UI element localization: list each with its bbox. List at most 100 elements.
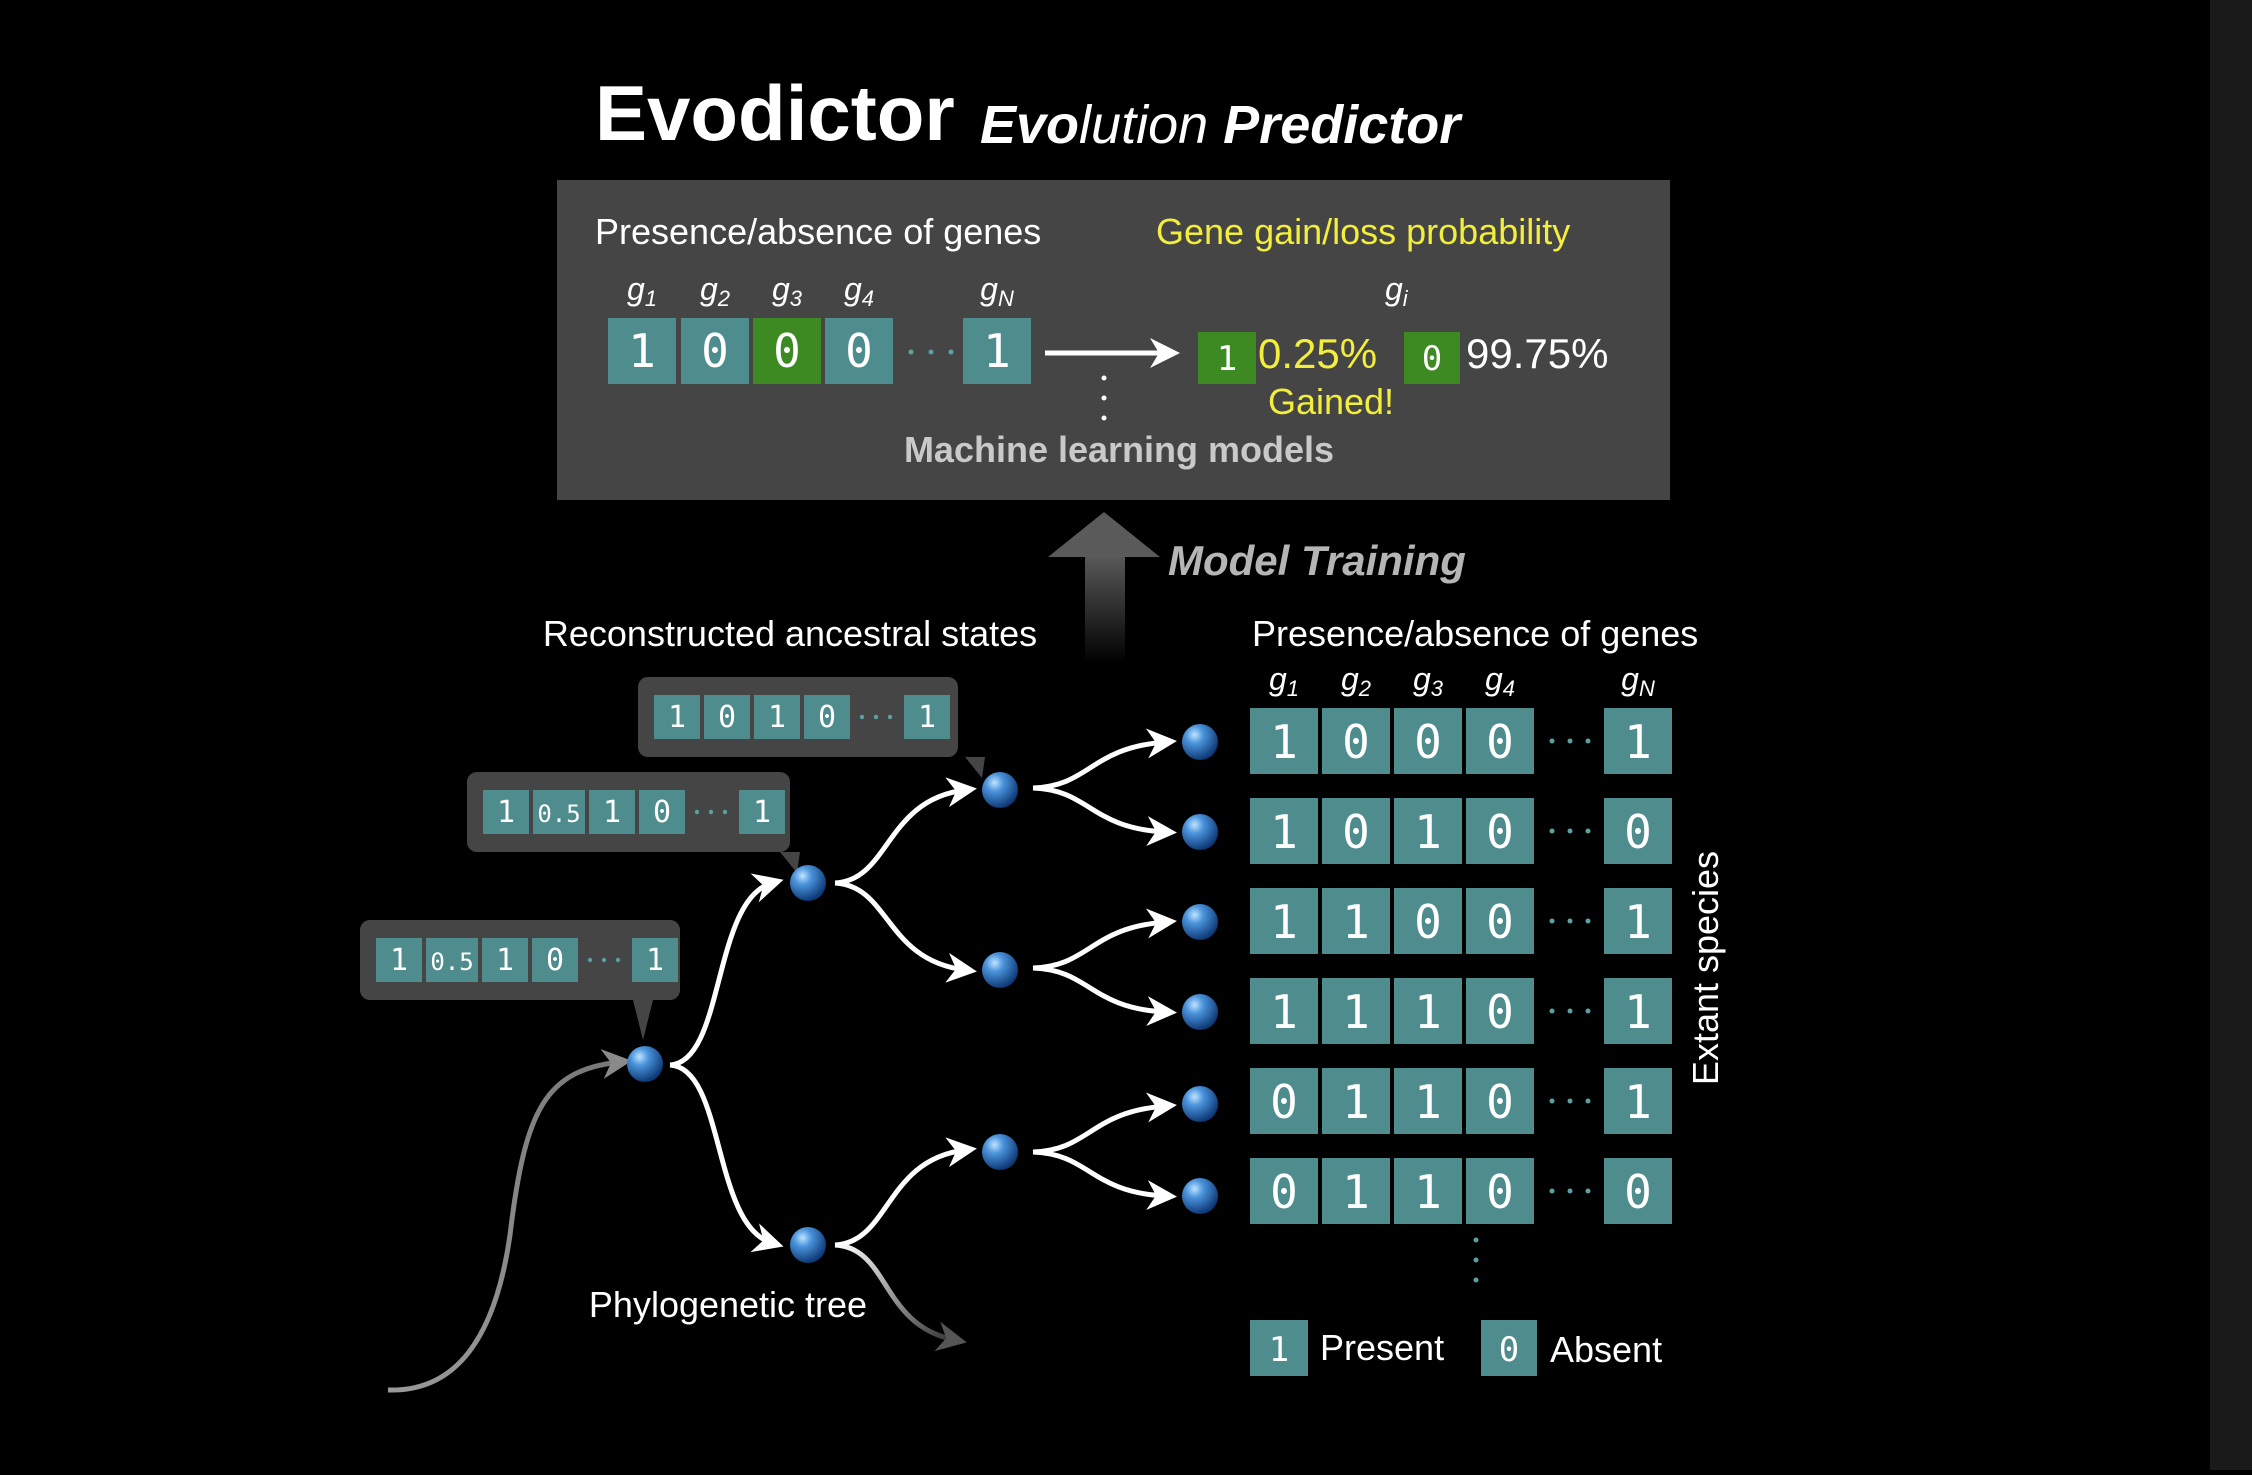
matrix-vertical-dots (1473, 1237, 1479, 1283)
tree-label: Phylogenetic tree (589, 1284, 867, 1325)
edge-a-d (834, 880, 977, 983)
extant-cell (1394, 888, 1462, 954)
extant-value: 0 (1486, 1075, 1514, 1129)
edge-c-l1 (1032, 728, 1177, 791)
extant-cell (1466, 798, 1534, 864)
callout-value: 1 (753, 795, 771, 830)
extant-cell (1250, 798, 1318, 864)
callout-pointer (965, 757, 985, 778)
callout-value: 0.5 (537, 800, 580, 828)
tree-node (982, 952, 1018, 988)
extant-value: 0 (1486, 805, 1514, 859)
extant-value: 0 (1624, 1165, 1652, 1219)
legend-absent-label: Absent (1550, 1329, 1662, 1370)
title-sub-bold-2: Pre (1223, 95, 1310, 155)
callout-value: 1 (603, 795, 621, 830)
tree-node (790, 865, 826, 901)
extant-gene-label: g3 (1413, 661, 1444, 701)
tree-node (790, 1227, 826, 1263)
callout-value: 0 (653, 795, 671, 830)
extant-value: 1 (1342, 1075, 1370, 1129)
extant-cell (1604, 798, 1672, 864)
extant-cell (1250, 978, 1318, 1044)
tree-node (982, 772, 1018, 808)
edge-root-a (669, 873, 784, 1068)
model-label: Machine learning models (904, 429, 1334, 470)
callout-cell (483, 790, 529, 834)
extant-value: 1 (1624, 895, 1652, 949)
extant-value: 0 (1270, 1165, 1298, 1219)
edge-b-faded (834, 1242, 967, 1352)
extant-cell (1466, 888, 1534, 954)
callout-value: 0 (818, 700, 836, 735)
extant-value: 1 (1270, 805, 1298, 859)
callout-cell (904, 695, 950, 739)
extant-cell (1604, 1068, 1672, 1134)
extant-cell (1322, 1158, 1390, 1224)
title-subtitle: Evolution Predictor (980, 95, 1463, 155)
extant-cell (1250, 888, 1318, 954)
extant-cell (1394, 708, 1462, 774)
panel-input-cell (825, 318, 893, 384)
callout-cell (482, 938, 528, 982)
tree-node (1182, 994, 1218, 1030)
title-sub-bold-3: dictor (1310, 95, 1463, 155)
extant-cell (1250, 1068, 1318, 1134)
extant-cell (1466, 978, 1534, 1044)
outcome-1-value: 1 (1217, 339, 1237, 379)
callout-cell (754, 695, 800, 739)
extant-value: 0 (1486, 1165, 1514, 1219)
tree-node (627, 1046, 663, 1082)
extant-cell (1322, 1068, 1390, 1134)
extant-value: 1 (1270, 715, 1298, 769)
panel-input-cell (681, 318, 749, 384)
panel-right-heading: Gene gain/loss probability (1156, 211, 1570, 252)
extant-cell (1394, 1158, 1462, 1224)
tree-node (1182, 814, 1218, 850)
extant-value: 1 (1624, 715, 1652, 769)
callout-cell (533, 790, 585, 834)
extant-value: 1 (1342, 895, 1370, 949)
root-edge (387, 1049, 632, 1393)
target-gene-label: gi (1385, 271, 1409, 311)
extant-cell (1466, 1068, 1534, 1134)
panel-input-cell (963, 318, 1031, 384)
outcome-0-prob: 99.75% (1466, 330, 1608, 377)
panel-left-heading: Presence/absence of genes (595, 211, 1041, 252)
extant-cell (1604, 978, 1672, 1044)
edge-d-l3 (1032, 908, 1177, 971)
extant-value: 0 (1486, 985, 1514, 1039)
callout-pointer (780, 852, 800, 873)
panel-gene-label: g1 (627, 271, 657, 311)
tree-node (982, 1134, 1018, 1170)
legend-absent-value: 0 (1499, 1330, 1519, 1370)
callout-cell (654, 695, 700, 739)
model-training-label: Model Training (1168, 537, 1466, 584)
panel-input-value: 0 (845, 324, 873, 378)
extant-value: 1 (1624, 1075, 1652, 1129)
callout-cell (632, 938, 678, 982)
extant-value: 1 (1342, 1165, 1370, 1219)
edge-e-l6 (1032, 1149, 1177, 1211)
panel-input-value: 0 (773, 324, 801, 378)
extant-value: 0 (1486, 715, 1514, 769)
ancestral-label: Reconstructed ancestral states (543, 613, 1037, 654)
extant-cell (1466, 708, 1534, 774)
callout-value: 1 (646, 943, 664, 978)
extant-cell (1250, 708, 1318, 774)
callout-cell (639, 790, 685, 834)
extant-value: 1 (1624, 985, 1652, 1039)
extant-cell (1394, 798, 1462, 864)
legend-present-label: Present (1320, 1327, 1444, 1368)
